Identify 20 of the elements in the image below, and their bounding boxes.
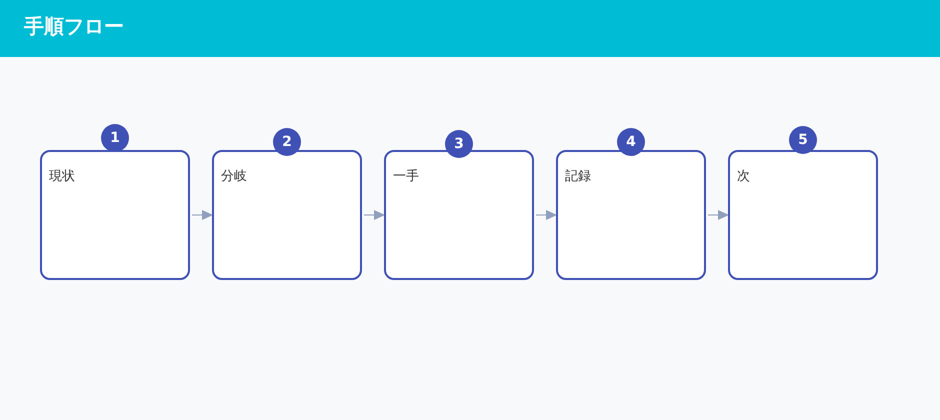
arrow	[364, 210, 385, 220]
step-number-badge: 1	[101, 124, 129, 152]
arrow	[536, 210, 557, 220]
step-number-badge: 3	[445, 130, 473, 158]
step-number-badge: 5	[789, 126, 817, 154]
step-number-badge: 4	[617, 128, 645, 156]
arrow	[192, 210, 213, 220]
step-box	[556, 150, 706, 280]
step-label: 次	[737, 168, 750, 186]
arrow	[708, 210, 729, 220]
step-number-badge: 2	[273, 128, 301, 156]
step-box	[40, 150, 190, 280]
step-label: 現状	[49, 168, 75, 186]
step-label: 一手	[393, 168, 419, 186]
title: 手順フロー	[24, 13, 124, 40]
step-label: 分岐	[221, 168, 247, 186]
step-box	[212, 150, 362, 280]
step-label: 記録	[565, 168, 591, 186]
step-box	[728, 150, 878, 280]
step-box	[384, 150, 534, 280]
